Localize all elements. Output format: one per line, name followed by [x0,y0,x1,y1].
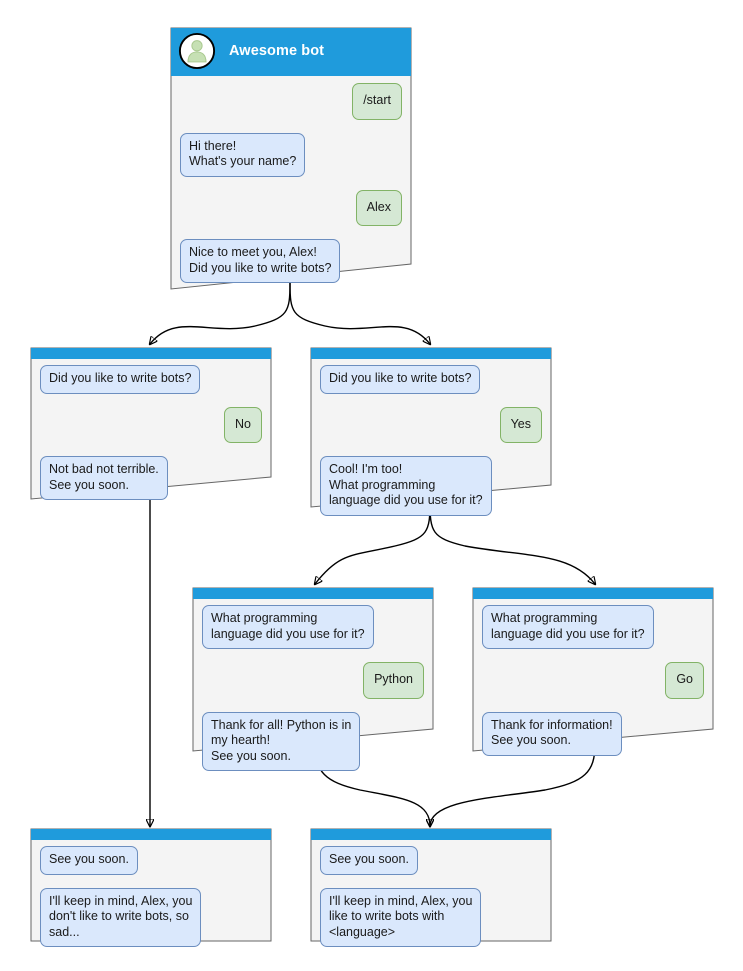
bot-message-bubble: See you soon. [40,846,138,875]
message-row: Hi there! What's your name? [180,132,402,177]
card-end-yes-messages: See you soon. I'll keep in mind, Alex, y… [310,846,552,960]
card-end-no[interactable]: See you soon. I'll keep in mind, Alex, y… [30,828,272,947]
message-row: I'll keep in mind, Alex, you like to wri… [320,887,542,947]
message-row: What programming language did you use fo… [202,605,424,649]
user-message-bubble: Yes [499,406,542,443]
bot-message-bubble: Hi there! What's your name? [180,132,306,177]
message-row: What programming language did you use fo… [482,605,704,649]
message-row: Thank for all! Python is in my hearth! S… [202,711,424,771]
card-yes-branch[interactable]: Did you like to write bots? Yes Cool! I'… [310,347,552,516]
message-row: Alex [180,189,402,226]
message-row: /start [180,83,402,120]
message-row: Nice to meet you, Alex! Did you like to … [180,239,402,283]
bot-message-bubble: Did you like to write bots? [40,365,201,394]
bot-title: Awesome bot [229,43,325,59]
card-yes-branch-messages: Did you like to write bots? Yes Cool! I'… [310,365,552,529]
message-row: Did you like to write bots? [40,365,262,394]
bot-message-bubble: I'll keep in mind, Alex, you like to wri… [320,887,482,947]
message-row: See you soon. [40,846,262,875]
message-row: Cool! I'm too! What programming language… [320,456,542,516]
card-root-header: Awesome bot [170,27,412,75]
message-row: Did you like to write bots? [320,365,542,394]
bot-message-bubble: Thank for information! See you soon. [482,711,622,756]
message-row: No [40,406,262,443]
bot-message-bubble: What programming language did you use fo… [202,605,374,649]
card-go-branch-messages: What programming language did you use fo… [472,605,714,769]
bot-message-bubble: Thank for all! Python is in my hearth! S… [202,711,361,771]
bot-message-bubble: Not bad not terrible. See you soon. [40,456,168,500]
bot-message-bubble: I'll keep in mind, Alex, you don't like … [40,887,202,947]
card-no-branch[interactable]: Did you like to write bots? No Not bad n… [30,347,272,500]
user-message-bubble: /start [352,83,402,120]
bot-message-bubble: See you soon. [320,846,418,875]
message-row: Thank for information! See you soon. [482,711,704,756]
user-message-bubble: Python [363,662,424,699]
person-avatar-icon [178,32,216,70]
card-go-branch[interactable]: What programming language did you use fo… [472,587,714,756]
card-no-branch-messages: Did you like to write bots? No Not bad n… [30,365,272,513]
message-row: See you soon. [320,846,542,875]
message-row: Not bad not terrible. See you soon. [40,456,262,500]
bot-message-bubble: Cool! I'm too! What programming language… [320,456,492,516]
message-row: Go [482,662,704,699]
card-python-branch[interactable]: What programming language did you use fo… [192,587,434,771]
bot-message-bubble: Nice to meet you, Alex! Did you like to … [180,239,341,283]
bot-message-bubble: What programming language did you use fo… [482,605,654,649]
card-end-no-messages: See you soon. I'll keep in mind, Alex, y… [30,846,272,960]
user-message-bubble: No [224,406,262,443]
card-python-branch-messages: What programming language did you use fo… [192,605,434,784]
message-row: Python [202,662,424,699]
bot-message-bubble: Did you like to write bots? [320,365,481,394]
user-message-bubble: Go [665,662,704,699]
message-row: I'll keep in mind, Alex, you don't like … [40,887,262,947]
card-end-yes[interactable]: See you soon. I'll keep in mind, Alex, y… [310,828,552,947]
card-root[interactable]: Awesome bot /start Hi there! What's your… [170,27,412,290]
message-row: Yes [320,406,542,443]
user-message-bubble: Alex [355,189,402,226]
card-root-messages: /start Hi there! What's your name? Alex … [170,83,412,296]
